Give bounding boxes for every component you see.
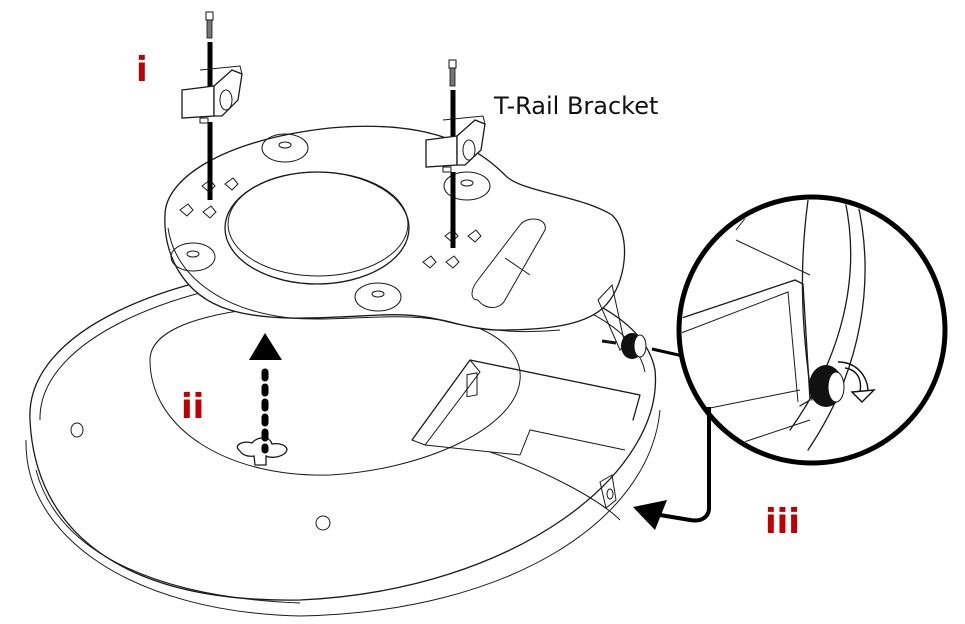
step-label-ii: ii [181, 387, 205, 427]
leader-line [651, 347, 684, 358]
t-rail-bracket-left [181, 65, 243, 124]
device-base [25, 260, 661, 617]
plate-boss [170, 242, 216, 272]
thumb-screw [601, 333, 647, 359]
curved-arrow-icon [837, 361, 876, 403]
step-label-i: i [136, 50, 148, 90]
dotted-up-arrow-icon [249, 333, 282, 454]
bent-arrow-icon [633, 407, 711, 530]
keyhole-tabs [179, 177, 482, 269]
base-hole [70, 422, 84, 438]
t-rail-bracket-right [425, 115, 486, 173]
plate-boss [261, 133, 309, 163]
mounting-plate [164, 125, 626, 351]
detail-magnifier [676, 194, 948, 466]
plate-boss [443, 171, 491, 201]
t-rail-bracket-callout: T-Rail Bracket [494, 92, 659, 120]
screw-right [448, 59, 457, 248]
screw-left [205, 11, 214, 200]
base-hole [315, 515, 331, 531]
plate-boss [354, 282, 402, 312]
step-label-iii: iii [765, 502, 800, 542]
